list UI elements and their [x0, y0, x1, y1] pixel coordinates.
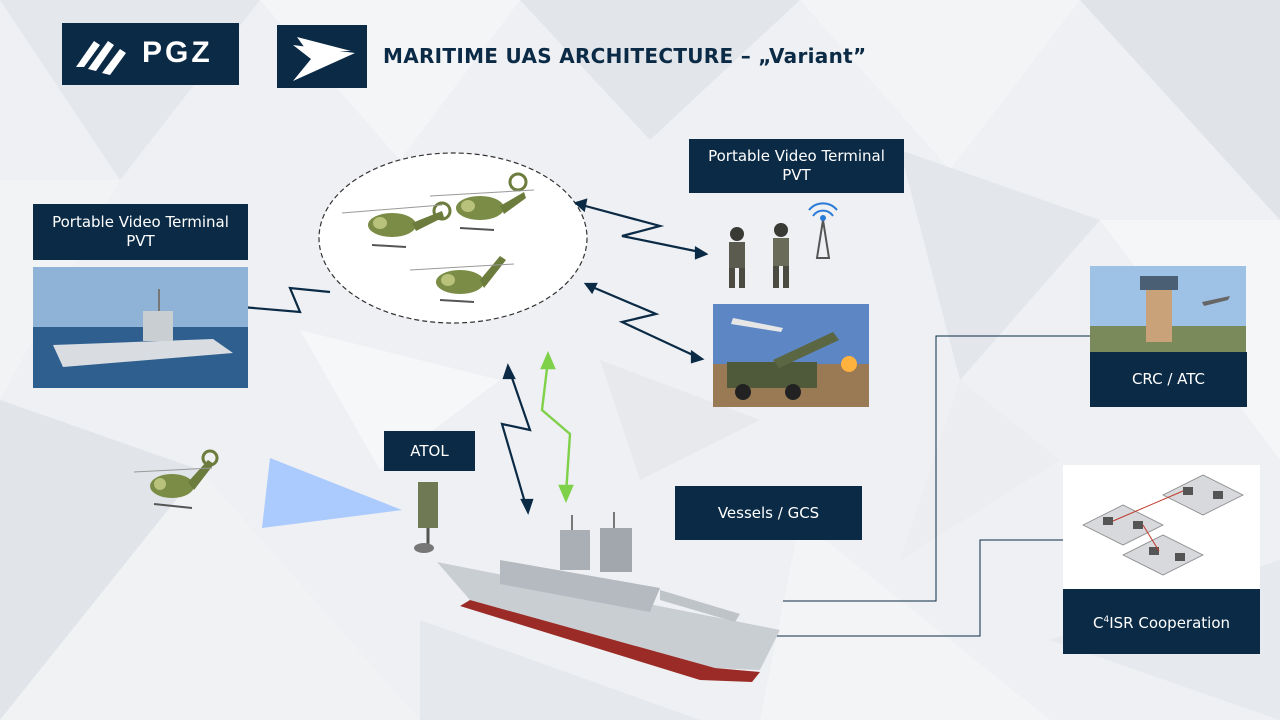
pvt-left-line2: PVT: [126, 232, 155, 250]
pgz-logo: PGZ: [62, 23, 239, 85]
pvt-left-line1: Portable Video Terminal: [52, 213, 229, 231]
missile-launcher-photo: [713, 304, 869, 407]
datalink-lines: [219, 198, 709, 515]
uas-swarm-ellipse: [318, 152, 588, 324]
vessels-gcs-text: Vessels / GCS: [717, 503, 820, 522]
soldiers-photo: [713, 192, 853, 292]
network-diagram-photo: [1063, 465, 1260, 589]
paper-plane-icon: [293, 37, 355, 81]
uav-helicopter-approach-icon: [133, 449, 219, 509]
patrol-ship-icon: [33, 267, 248, 388]
uas-logo: [277, 25, 367, 88]
c4isr-rest: ISR Cooperation: [1109, 613, 1231, 632]
uav-helicopter-icon: [341, 201, 452, 248]
radio-tower-icon: [808, 202, 838, 259]
page-title: MARITIME UAS ARCHITECTURE – „Variant”: [383, 44, 867, 68]
pvt-right-line2: PVT: [782, 166, 811, 184]
control-tower-photo: [1090, 266, 1246, 352]
crc-atc-text: CRC / ATC: [1131, 370, 1206, 388]
atol-text: ATOL: [410, 441, 449, 460]
atol-beam: [262, 458, 402, 528]
connector-c4isr: [773, 539, 1063, 637]
c4isr-prefix: C: [1092, 613, 1104, 632]
patrol-ship-photo: [33, 267, 248, 388]
atol-antenna-icon: [414, 482, 438, 553]
pvt-right-label: Portable Video Terminal PVT: [689, 139, 904, 193]
crc-atc-label: CRC / ATC: [1090, 352, 1247, 407]
pvt-right-line1: Portable Video Terminal: [708, 147, 885, 165]
c4isr-text: C4ISR Cooperation: [1093, 611, 1230, 633]
brand-text: PGZ: [142, 36, 213, 69]
frigate-ship-icon: [437, 512, 780, 682]
soldier-icon: [773, 223, 789, 288]
uav-helicopter-icon: [409, 256, 515, 303]
vessels-gcs-label: Vessels / GCS: [675, 486, 862, 540]
atol-label: ATOL: [384, 431, 475, 471]
pgz-chevrons-icon: [76, 41, 126, 75]
c4isr-sup: 4: [1103, 614, 1110, 625]
soldier-icon: [729, 227, 745, 288]
uav-helicopter-icon: [429, 172, 535, 231]
green-datalink: [540, 350, 574, 504]
connector-crc: [783, 335, 1090, 602]
c4isr-label: C4ISR Cooperation: [1063, 589, 1260, 654]
pvt-left-label: Portable Video Terminal PVT: [33, 204, 248, 260]
